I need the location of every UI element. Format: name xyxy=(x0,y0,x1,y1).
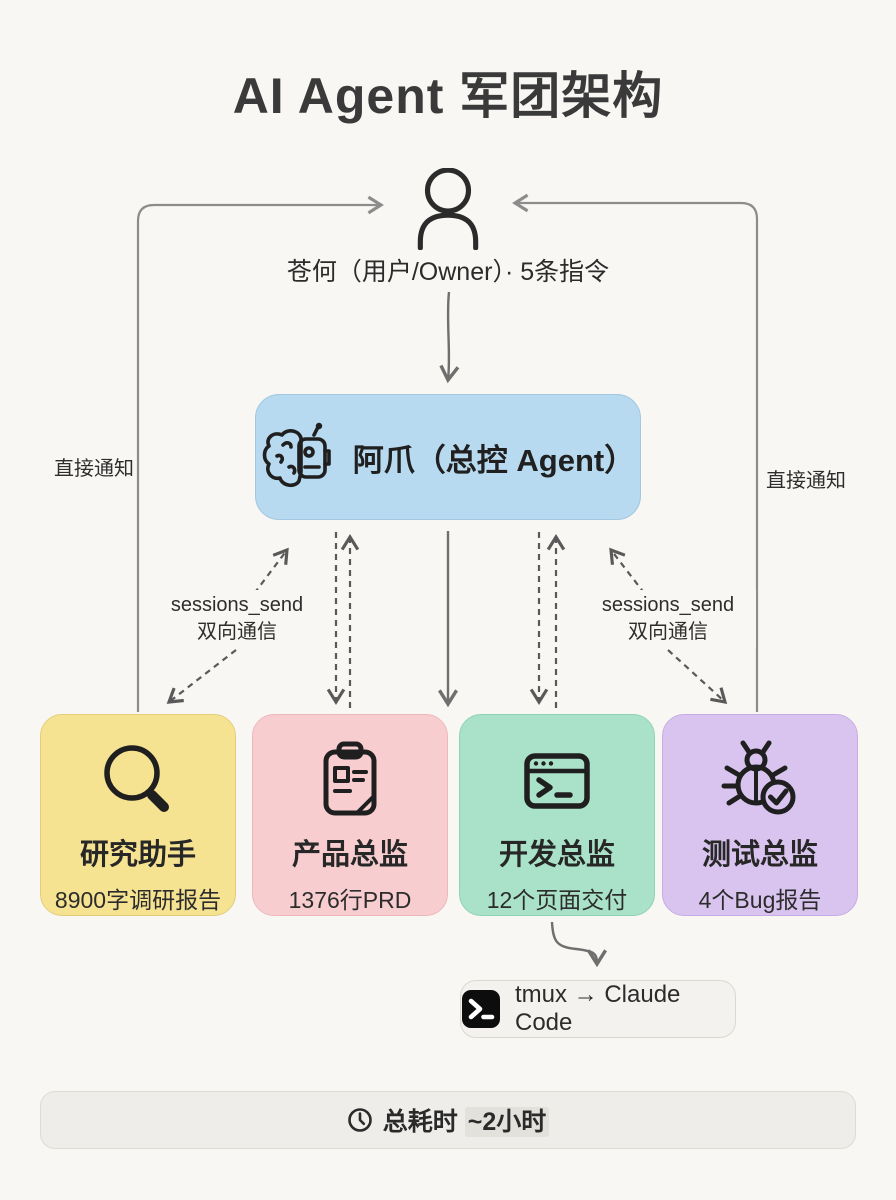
owner-label: 苍何（用户/Owner）· 5条指令 xyxy=(286,258,610,286)
clipboard-icon xyxy=(308,739,392,823)
direct-notify-label-left: 直接通知 xyxy=(54,458,134,480)
agent-name: 研究助手 xyxy=(79,839,196,871)
footer-label: 总耗时 ~2小时 xyxy=(382,1102,550,1138)
footer-duration: ~2小时 xyxy=(464,1107,550,1137)
direct-notify-label-right: 直接通知 xyxy=(766,470,846,492)
tmux-label: tmux → Claude Code xyxy=(515,981,681,1036)
agent-output: 4个Bug报告 xyxy=(698,887,822,913)
footer-text: 总耗时 xyxy=(382,1108,458,1136)
agent-output: 1376行PRD xyxy=(288,887,412,913)
brain-robot-icon xyxy=(261,420,335,494)
bug-check-icon xyxy=(718,739,802,823)
agent-name: 测试总监 xyxy=(701,839,818,871)
agent-name: 产品总监 xyxy=(291,839,408,871)
edge-owner-to-master xyxy=(439,291,460,384)
agent-card-research: 研究助手 8900字调研报告 xyxy=(40,714,236,916)
edge-session-research-down xyxy=(166,649,237,704)
agent-card-test: 测试总监 4个Bug报告 xyxy=(662,714,858,916)
edge-session-test-down xyxy=(667,649,728,704)
magnifier-icon xyxy=(96,739,180,823)
footer-bar: 总耗时 ~2小时 xyxy=(40,1091,856,1149)
agent-card-dev: 开发总监 12个页面交付 xyxy=(459,714,655,916)
session-send-label-left: sessions_send 双向通信 xyxy=(149,590,325,648)
person-icon xyxy=(413,168,483,250)
session-send-line2: 双向通信 xyxy=(197,621,277,643)
session-send-line1: sessions_send xyxy=(170,594,304,616)
master-agent-box: 阿爪（总控 Agent） xyxy=(255,394,641,520)
edge-dev-to-tmux xyxy=(550,921,608,968)
session-send-line2: 双向通信 xyxy=(628,621,708,643)
agent-output: 8900字调研报告 xyxy=(54,887,222,913)
agent-card-product: 产品总监 1376行PRD xyxy=(252,714,448,916)
session-send-line1: sessions_send xyxy=(601,594,735,616)
master-agent-label: 阿爪（总控 Agent） xyxy=(352,442,636,478)
session-send-label-right: sessions_send 双向通信 xyxy=(580,590,756,648)
agent-name: 开发总监 xyxy=(498,839,615,871)
clock-icon xyxy=(347,1107,373,1133)
terminal-window-icon xyxy=(515,739,599,823)
tmux-box: tmux → Claude Code xyxy=(460,980,736,1038)
terminal-badge-icon xyxy=(461,989,501,1029)
page-title: AI Agent 军团架构 xyxy=(232,68,664,124)
agent-output: 12个页面交付 xyxy=(486,887,628,913)
